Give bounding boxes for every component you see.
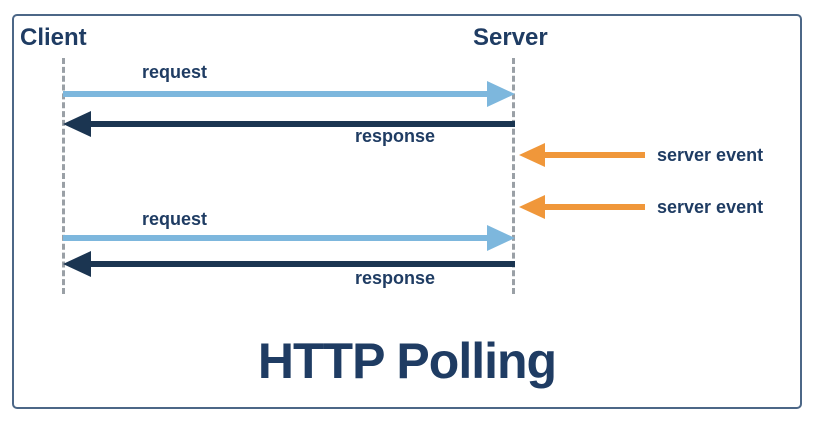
response-label-1: response (355, 126, 436, 146)
request-label-1: request (142, 62, 208, 82)
response-arrow-2 (63, 251, 515, 277)
response-arrow-1-shaft (91, 121, 515, 127)
request-arrow-1-arrowhead-icon (487, 81, 515, 107)
server-event-arrow-1-arrowhead-icon (519, 143, 545, 167)
diagram-frame: Client Server request response server ev… (12, 14, 802, 409)
client-actor-label: Client (20, 24, 87, 51)
server-actor-label: Server (473, 24, 548, 51)
server-event-label-2: server event (657, 197, 764, 217)
client-lifeline (62, 58, 65, 294)
server-event-arrow-1 (519, 143, 645, 167)
server-lifeline (512, 58, 515, 294)
response-arrow-2-shaft (91, 261, 515, 267)
request-arrow-2 (63, 225, 515, 251)
server-event-arrow-2 (519, 195, 645, 219)
request-label-2: request (142, 209, 208, 229)
server-event-arrow-1-shaft (545, 152, 645, 158)
response-arrow-1-arrowhead-icon (63, 111, 91, 137)
server-event-arrow-2-shaft (545, 204, 645, 210)
response-arrow-1 (63, 111, 515, 137)
request-arrow-1 (63, 81, 515, 107)
response-label-2: response (355, 268, 436, 288)
response-arrow-2-arrowhead-icon (63, 251, 91, 277)
server-event-label-1: server event (657, 145, 764, 165)
server-event-arrow-2-arrowhead-icon (519, 195, 545, 219)
request-arrow-1-shaft (63, 91, 487, 97)
diagram-title: HTTP Polling (257, 333, 557, 389)
request-arrow-2-shaft (63, 235, 487, 241)
request-arrow-2-arrowhead-icon (487, 225, 515, 251)
